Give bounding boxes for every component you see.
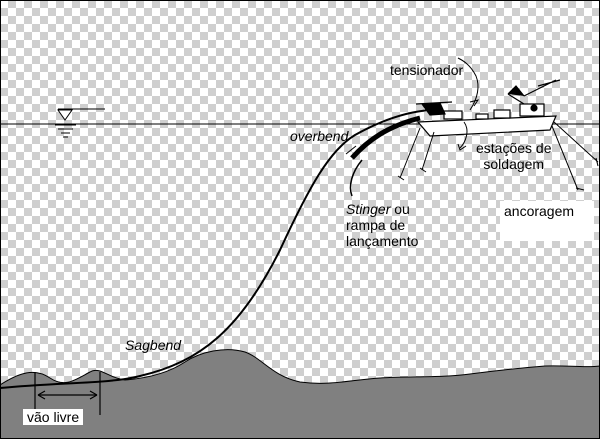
free-span-marker	[34, 372, 101, 415]
stinger-label: Stinger ou rampa de lançamento	[346, 201, 418, 249]
sagbend-label: Sagbend	[125, 337, 182, 353]
estacoes-line1: estações de	[476, 140, 552, 156]
leader-lines	[345, 57, 480, 155]
rampa-line2: rampa de	[346, 217, 406, 233]
anchor-lines	[397, 121, 599, 191]
estacoes-label: estações de soldagem	[476, 140, 552, 172]
vao-livre-label: vão livre	[23, 409, 84, 425]
ancoragem-label: ancoragem	[500, 201, 594, 241]
estacoes-line2: soldagem	[483, 156, 545, 172]
lay-barge	[415, 79, 561, 137]
stinger-ou: ou	[390, 201, 410, 217]
rampa-line3: lançamento	[346, 233, 419, 249]
tensionador-label: tensionador	[390, 62, 464, 78]
water-level-icon	[55, 108, 105, 138]
overbend-label: overbend	[290, 128, 349, 144]
stinger	[350, 115, 421, 160]
stinger-word: Stinger	[346, 201, 391, 217]
seabed	[0, 349, 600, 439]
pipeline	[0, 109, 431, 389]
stinger-curl	[349, 159, 363, 197]
